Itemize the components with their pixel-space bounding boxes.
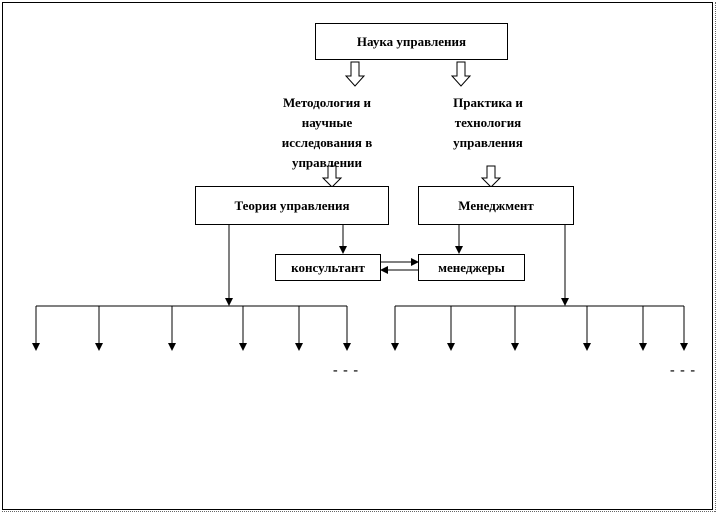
right-ellipsis: - - - (670, 363, 696, 378)
hollow-arrow-methodology-theory (321, 165, 343, 188)
left-ellipsis: - - - (333, 363, 359, 378)
bottom-dotted-edge (2, 511, 715, 512)
right-dotted-edge (715, 2, 716, 512)
theory-box: Теория управления (195, 186, 389, 225)
methodology-label: Методология и научные исследования в упр… (281, 95, 373, 170)
consultant-box: консультант (275, 254, 381, 281)
hollow-arrow-science-practice (450, 61, 472, 87)
managers-box: менеджеры (418, 254, 525, 281)
hollow-arrow-practice-management (480, 165, 502, 188)
science-box: Наука управления (315, 23, 508, 60)
management-box: Менеджмент (418, 186, 574, 225)
right-bus-branches (391, 306, 688, 351)
hollow-arrow-science-methodology (344, 61, 366, 87)
left-bus-branches (32, 306, 351, 351)
practice-label: Практика и технология управления (453, 95, 523, 150)
